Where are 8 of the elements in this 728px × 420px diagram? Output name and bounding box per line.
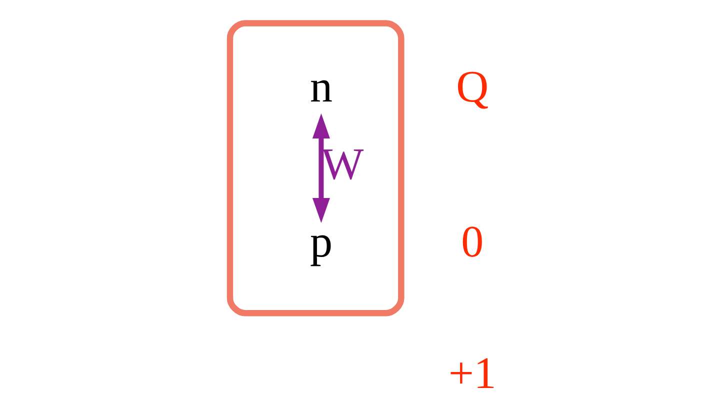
label: Q (456, 62, 489, 112)
label: +1 (448, 348, 496, 398)
cluster (226, 20, 404, 316)
edge-label: W (321, 139, 364, 190)
node-text: n (310, 62, 332, 112)
label: 0 (461, 216, 484, 267)
arrow (312, 113, 330, 223)
node-text: p (310, 216, 332, 267)
